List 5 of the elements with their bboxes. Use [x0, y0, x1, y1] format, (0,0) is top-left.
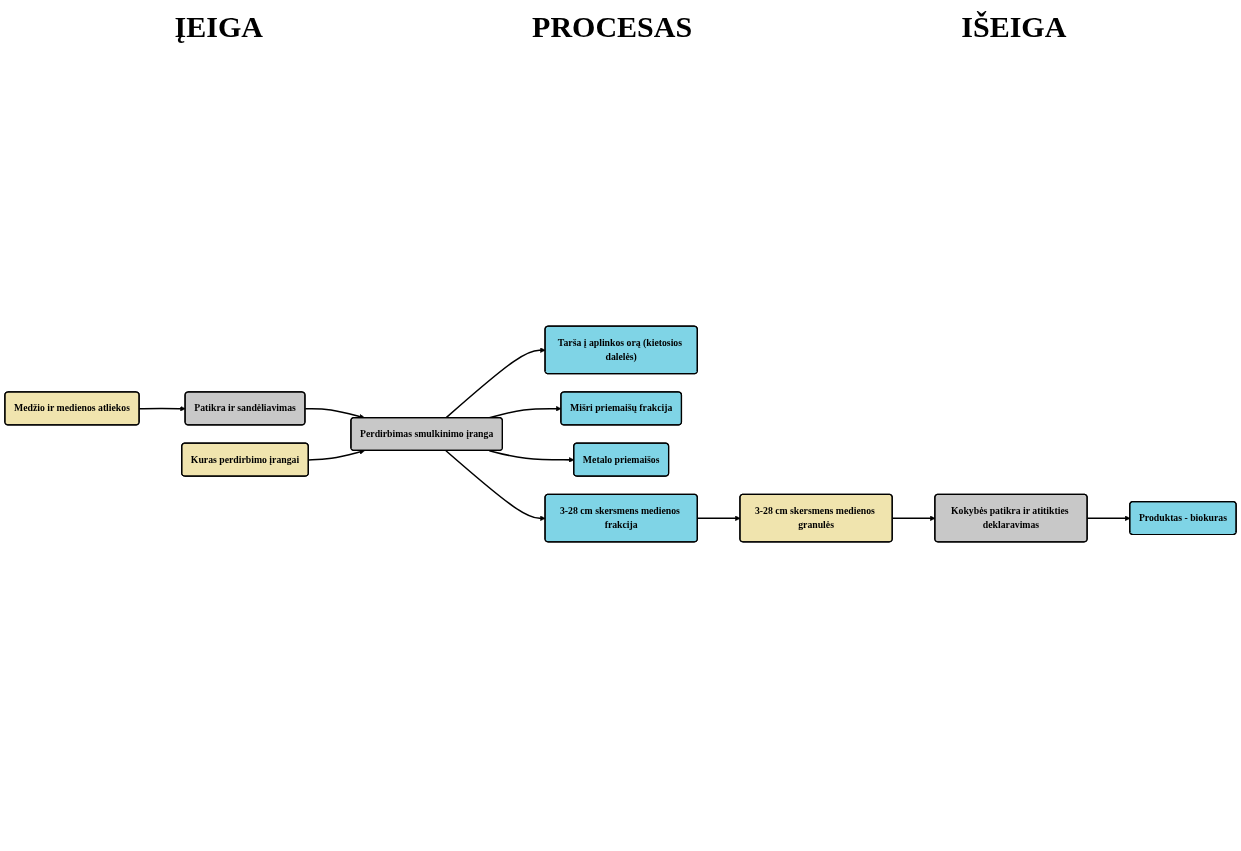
- column-heading: IŠEIGA: [961, 10, 1067, 44]
- column-heading: ĮEIGA: [174, 10, 263, 44]
- arrow: [445, 347, 546, 419]
- arrow: [445, 450, 546, 521]
- column-heading: PROCESAS: [532, 10, 693, 44]
